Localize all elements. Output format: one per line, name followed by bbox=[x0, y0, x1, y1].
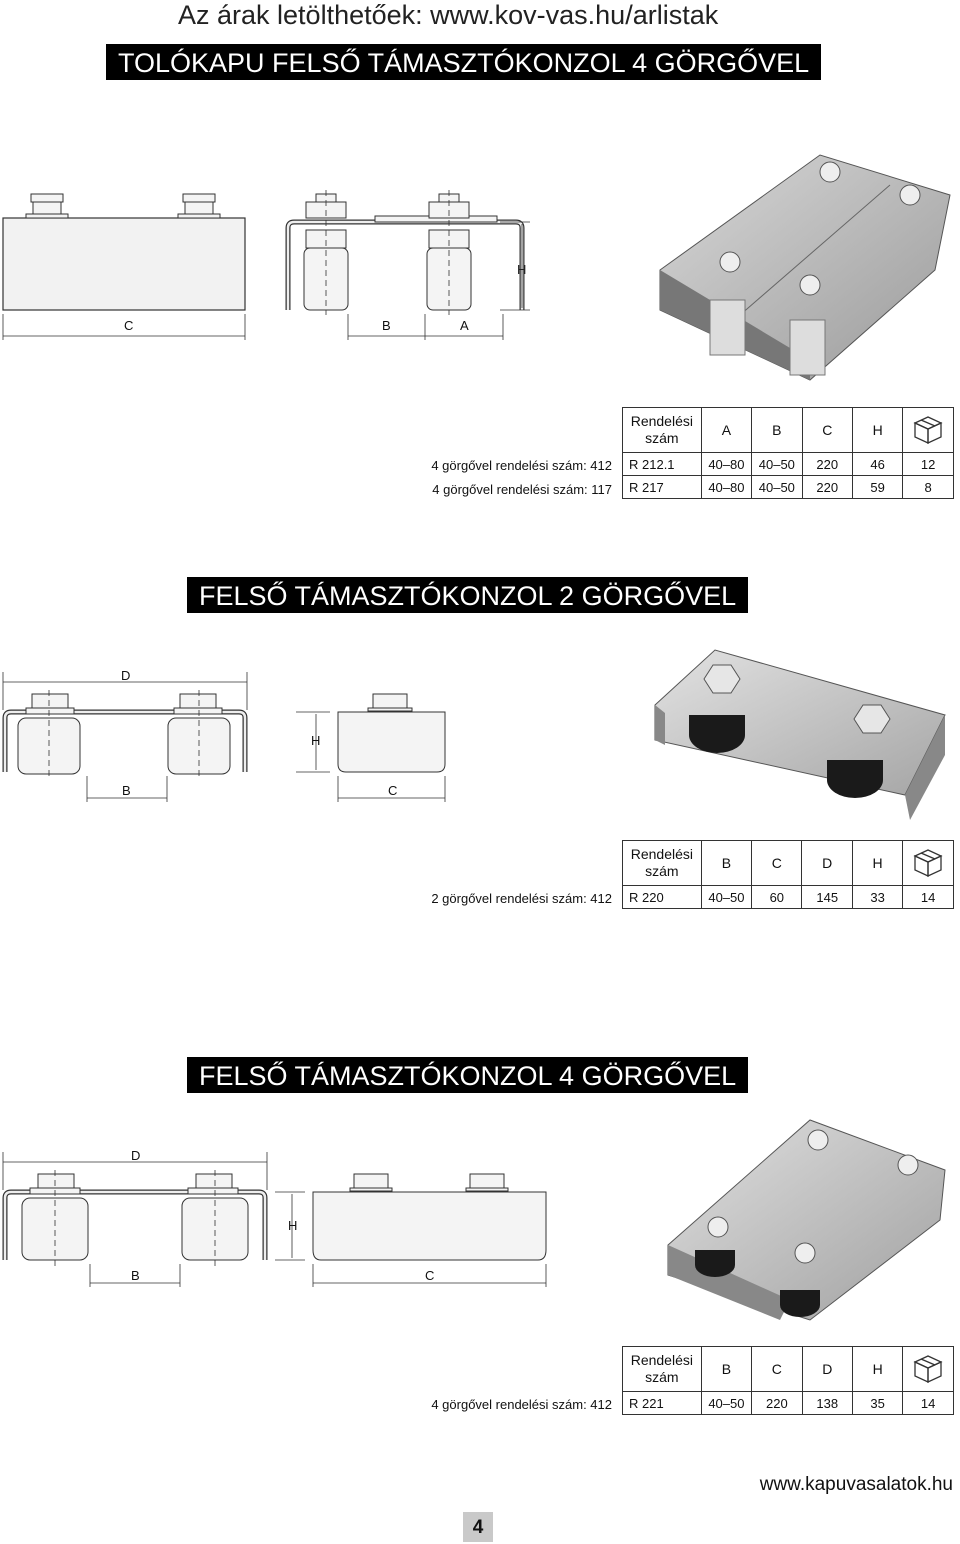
col-header: B bbox=[751, 407, 803, 453]
section-title-2: FELSŐ TÁMASZTÓKONZOL 2 GÖRGŐVEL bbox=[187, 577, 749, 613]
package-box-icon bbox=[902, 407, 954, 453]
front-view-drawing-1: H bbox=[2, 190, 530, 340]
row-label-1a: 4 görgővel rendelési szám: 412 bbox=[431, 458, 612, 473]
section-title-1: TOLÓKAPU FELSŐ TÁMASZTÓKONZOL 4 GÖRGŐVEL bbox=[106, 44, 822, 80]
footer-url-link[interactable]: www.kapuvasalatok.hu bbox=[759, 1474, 953, 1495]
col-header: H bbox=[851, 407, 904, 453]
page-number: 4 bbox=[463, 1512, 493, 1542]
dim-b-2: B bbox=[122, 783, 131, 798]
dim-d-2: D bbox=[121, 668, 131, 683]
dim-a-1: A bbox=[460, 318, 469, 333]
product-illustration-2 bbox=[654, 649, 946, 820]
col-header: D bbox=[801, 840, 853, 886]
col-header-order: Rendelési szám bbox=[622, 840, 702, 886]
col-header: H bbox=[851, 840, 904, 886]
dim-c-2: C bbox=[388, 783, 398, 798]
dim-b-1: B bbox=[382, 318, 391, 333]
product-illustration-3 bbox=[667, 1119, 946, 1321]
dim-b-3: B bbox=[131, 1268, 140, 1283]
download-link-text[interactable]: Az árak letölthetőek: www.kov-vas.hu/arl… bbox=[178, 0, 719, 30]
col-header: C bbox=[801, 407, 854, 453]
col-header: B bbox=[700, 840, 753, 886]
row-label-1b: 4 görgővel rendelési szám: 117 bbox=[432, 482, 612, 497]
row-label-2a: 2 görgővel rendelési szám: 412 bbox=[431, 891, 612, 906]
section-title-3: FELSŐ TÁMASZTÓKONZOL 4 GÖRGŐVEL bbox=[187, 1057, 749, 1093]
col-header: H bbox=[851, 1346, 904, 1392]
row-label-3a: 4 görgővel rendelési szám: 412 bbox=[431, 1397, 612, 1412]
dim-c-1: C bbox=[124, 318, 134, 333]
col-header-order: Rendelési szám bbox=[622, 1346, 702, 1392]
col-header: B bbox=[700, 1346, 753, 1392]
col-header: D bbox=[801, 1346, 854, 1392]
package-box-icon bbox=[902, 1346, 954, 1392]
dim-h-2: H bbox=[311, 733, 321, 748]
front-view-drawing-3 bbox=[2, 1152, 547, 1287]
dim-h-1: H bbox=[517, 262, 526, 277]
package-box-icon bbox=[902, 840, 954, 886]
front-view-drawing-2 bbox=[2, 672, 446, 802]
col-header: A bbox=[700, 407, 753, 453]
col-header: C bbox=[751, 840, 803, 886]
col-header: C bbox=[751, 1346, 803, 1392]
dim-h-3: H bbox=[288, 1218, 298, 1233]
dim-c-3: C bbox=[425, 1268, 435, 1283]
dim-d-3: D bbox=[131, 1148, 141, 1163]
product-illustration-1 bbox=[659, 154, 951, 381]
col-header-order: Rendelési szám bbox=[622, 407, 702, 453]
